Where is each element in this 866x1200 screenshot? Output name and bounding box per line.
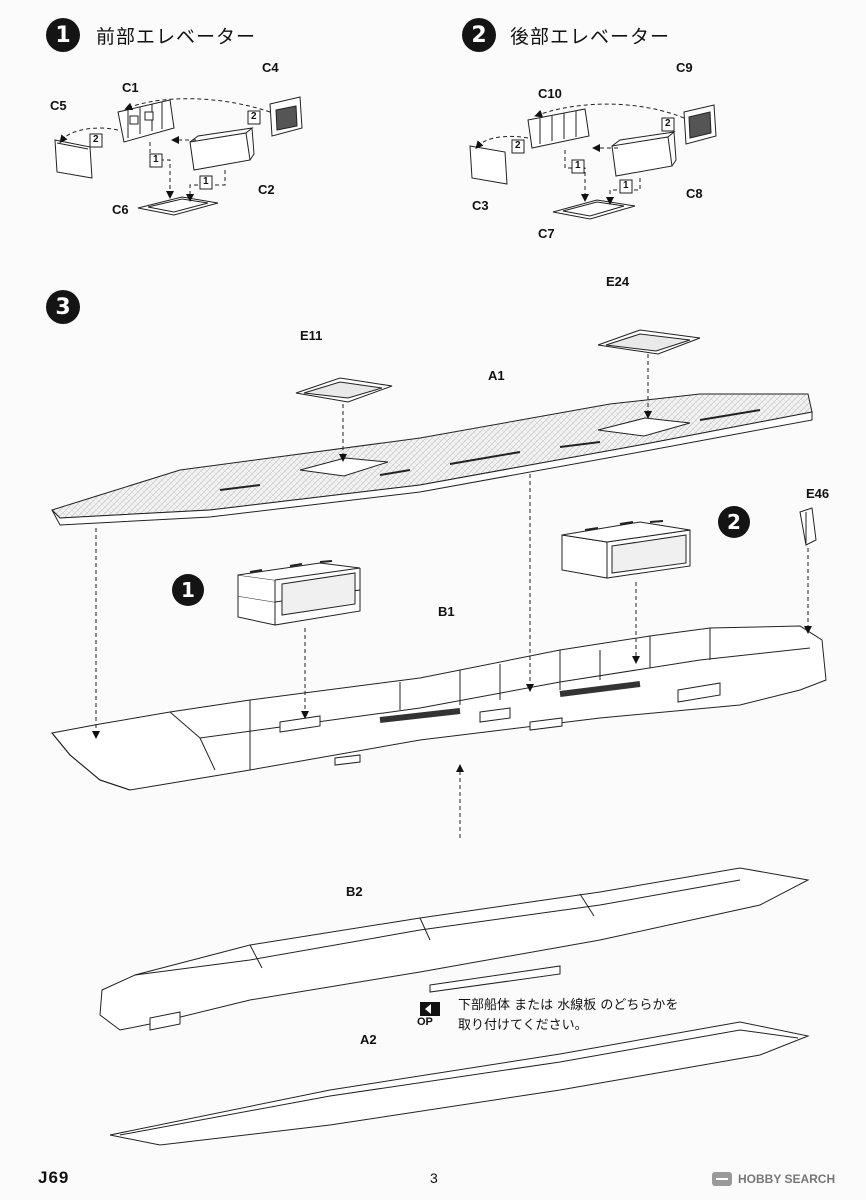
part-label-c6: C6: [112, 202, 129, 217]
part-label-c7: C7: [538, 226, 555, 241]
callout-step-2: 2: [718, 506, 750, 538]
part-label-c2: C2: [258, 182, 275, 197]
product-code: J69: [38, 1168, 70, 1187]
part-label-b1: B1: [438, 604, 455, 619]
part-label-e46: E46: [806, 486, 830, 501]
part-a2-shape: [109, 1021, 810, 1146]
part-c8-shape: [611, 136, 673, 177]
step-2-title: 後部エレベーター: [510, 26, 671, 48]
assembled-front-elevator: [237, 560, 361, 626]
part-label-c5: C5: [50, 98, 67, 113]
part-c2-shape: [189, 132, 251, 171]
part-label-e24: E24: [606, 274, 630, 289]
step-2-number: 2: [462, 18, 496, 52]
part-label-e11: E11: [300, 328, 323, 343]
part-label-c4: C4: [262, 60, 279, 75]
part-label-c8: C8: [686, 186, 703, 201]
watermark-logo: [712, 1172, 732, 1186]
part-b1-shape: [51, 625, 827, 791]
substep-label: 1: [153, 154, 159, 165]
watermark-text: HOBBY SEARCH: [738, 1172, 836, 1186]
substep-label: 1: [203, 176, 209, 187]
option-label: OP: [417, 1016, 433, 1028]
option-note-line2: 取り付けてください。: [458, 1018, 588, 1033]
part-label-c1: C1: [122, 80, 139, 95]
step-1-title: 前部エレベーター: [96, 26, 257, 48]
part-label-c10: C10: [538, 86, 562, 101]
part-e46-shape: [799, 507, 817, 546]
step3-diagram: [51, 329, 827, 1146]
substep-label: 2: [93, 134, 99, 145]
part-label-a1: A1: [488, 368, 505, 383]
substep-label: 1: [575, 160, 581, 171]
callout-step-1: 1: [172, 574, 204, 606]
part-c1-shape: [117, 99, 175, 143]
substep-label: 2: [665, 118, 671, 129]
part-c5-shape: [54, 139, 93, 179]
step1-diagram: [54, 96, 303, 216]
part-a1-shape: [51, 393, 813, 519]
option-icon-graphic: [420, 1002, 440, 1016]
substep-label: 1: [623, 180, 629, 191]
part-label-c3: C3: [472, 198, 489, 213]
option-note-line1: 下部船体 または 水線板 のどちらかを: [458, 998, 679, 1013]
substep-label: 2: [515, 140, 521, 151]
page-number: 3: [430, 1170, 438, 1186]
step-1-number: 1: [46, 18, 80, 52]
step-3-number: 3: [46, 290, 80, 324]
step2-diagram: [469, 103, 717, 220]
part-b2-shape: [99, 867, 810, 1031]
substep-label: 2: [251, 111, 257, 122]
part-c10-shape: [527, 108, 590, 149]
part-label-c9: C9: [676, 60, 693, 75]
part-label-b2: B2: [346, 884, 363, 899]
part-c3-shape: [469, 145, 508, 185]
part-label-a2: A2: [360, 1032, 377, 1047]
assembled-rear-elevator: [561, 520, 691, 579]
